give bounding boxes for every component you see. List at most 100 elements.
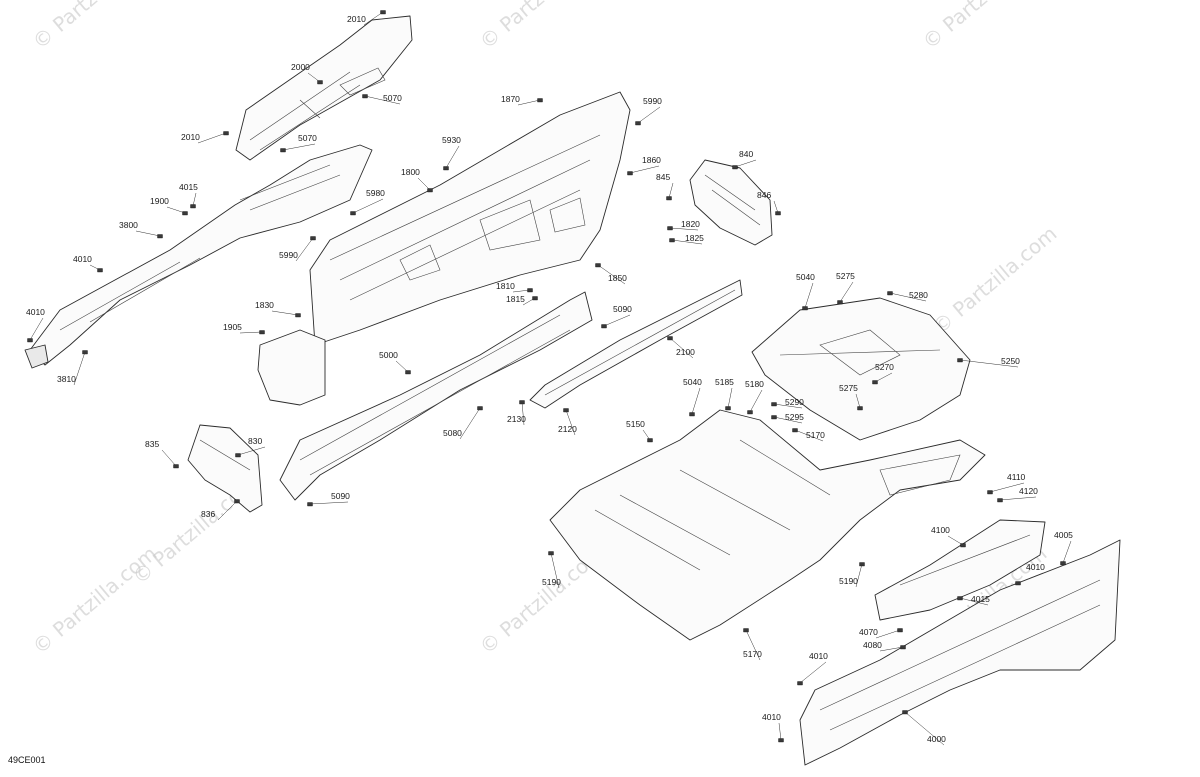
callout-5275[interactable]: 5275 (839, 383, 861, 409)
callout-3810[interactable]: 3810 (57, 351, 86, 386)
callout-5280[interactable]: 5280 (889, 290, 928, 302)
callout-4010[interactable]: 4010 (73, 254, 101, 271)
callout-5180[interactable]: 5180 (745, 379, 764, 413)
callout-5090[interactable]: 5090 (603, 304, 632, 327)
callout-4010[interactable]: 4010 (762, 712, 782, 741)
callout-label: 1900 (150, 196, 169, 206)
part-2100-floor-rail[interactable] (529, 279, 743, 409)
fastener-845 (666, 196, 672, 201)
callout-4010[interactable]: 4010 (799, 651, 828, 684)
callout-4015[interactable]: 4015 (959, 594, 990, 606)
fastener-5930 (443, 166, 449, 171)
callout-1800[interactable]: 1800 (401, 167, 431, 191)
part-2000-upper-rail[interactable] (235, 15, 413, 161)
callout-2120[interactable]: 2120 (558, 409, 577, 436)
callout-5090[interactable]: 5090 (309, 491, 350, 505)
part-3800-left-rail[interactable] (24, 144, 373, 369)
callout-2010[interactable]: 2010 (347, 11, 384, 26)
callout-leader (727, 387, 733, 409)
callout-5000[interactable]: 5000 (379, 350, 409, 373)
callout-5295[interactable]: 5295 (773, 412, 804, 424)
callout-846[interactable]: 846 (757, 190, 779, 214)
callout-2000[interactable]: 2000 (291, 62, 321, 83)
callout-840[interactable]: 840 (734, 149, 757, 168)
fastener-4010 (778, 738, 784, 743)
callout-5930[interactable]: 5930 (442, 135, 461, 169)
callout-1905[interactable]: 1905 (223, 322, 263, 334)
callout-5290[interactable]: 5290 (773, 397, 804, 409)
part-5000-cross-member[interactable] (279, 291, 593, 501)
callout-1825[interactable]: 1825 (671, 233, 704, 245)
callout-leader (999, 496, 1037, 501)
callout-5080[interactable]: 5080 (443, 407, 481, 440)
callout-2130[interactable]: 2130 (507, 401, 526, 426)
callout-1860[interactable]: 1860 (629, 155, 661, 174)
callout-4120[interactable]: 4120 (999, 486, 1038, 501)
callout-label: 2010 (347, 14, 366, 24)
callout-4070[interactable]: 4070 (859, 627, 901, 639)
callout-5070[interactable]: 5070 (282, 133, 317, 151)
callout-4010[interactable]: 4010 (26, 307, 45, 341)
fastener-835 (173, 464, 179, 469)
callout-1900[interactable]: 1900 (150, 196, 186, 214)
part-840-bracket[interactable] (689, 159, 773, 246)
callout-5040[interactable]: 5040 (796, 272, 815, 309)
callout-5170[interactable]: 5170 (743, 629, 762, 661)
callout-2010[interactable]: 2010 (181, 132, 227, 144)
callout-5070[interactable]: 5070 (364, 93, 402, 105)
callout-label: 5930 (442, 135, 461, 145)
callout-2100[interactable]: 2100 (669, 337, 695, 359)
callout-4110[interactable]: 4110 (989, 472, 1026, 493)
callout-5270[interactable]: 5270 (874, 362, 894, 383)
part-4000-right-rail[interactable] (799, 519, 1121, 766)
callout-leader (773, 416, 803, 424)
part-1800-center-panel[interactable] (257, 91, 631, 406)
fastener-4120 (997, 498, 1003, 503)
callout-1810[interactable]: 1810 (496, 281, 531, 293)
callout-label: 2100 (676, 347, 695, 357)
callout-5150[interactable]: 5150 (626, 419, 651, 441)
callout-835[interactable]: 835 (145, 439, 177, 467)
callout-5170[interactable]: 5170 (794, 429, 825, 442)
part-830-bracket[interactable] (187, 424, 263, 513)
callout-4080[interactable]: 4080 (863, 640, 904, 652)
callout-leader (794, 429, 824, 442)
callout-3800[interactable]: 3800 (119, 220, 161, 237)
callout-4010[interactable]: 4010 (1017, 562, 1045, 584)
callout-label: 1815 (506, 294, 525, 304)
callout-4000[interactable]: 4000 (904, 711, 946, 746)
callout-leader (29, 317, 44, 341)
callout-label: 1860 (642, 155, 661, 165)
part-5150-main-floor-panel[interactable] (549, 409, 986, 641)
callout-label: 2000 (291, 62, 310, 72)
callout-5040[interactable]: 5040 (683, 377, 702, 415)
callout-1820[interactable]: 1820 (669, 219, 700, 231)
part-5250-rear-floor-panel[interactable] (751, 297, 971, 441)
fastener-4010 (27, 338, 33, 343)
callout-5990[interactable]: 5990 (279, 237, 314, 262)
callout-4005[interactable]: 4005 (1054, 530, 1073, 564)
callout-label: 5180 (745, 379, 764, 389)
callout-5190[interactable]: 5190 (542, 552, 561, 589)
callout-1870[interactable]: 1870 (501, 94, 541, 106)
callout-1830[interactable]: 1830 (255, 300, 299, 316)
callout-5190[interactable]: 5190 (839, 563, 863, 588)
callout-845[interactable]: 845 (656, 172, 674, 199)
callout-label: 4005 (1054, 530, 1073, 540)
callout-5275[interactable]: 5275 (836, 271, 855, 303)
callout-4100[interactable]: 4100 (931, 525, 964, 546)
callout-830[interactable]: 830 (237, 436, 266, 456)
callout-1815[interactable]: 1815 (506, 294, 536, 306)
watermark: © Partzilla.com (475, 0, 609, 54)
callout-5980[interactable]: 5980 (352, 188, 385, 214)
callout-5990[interactable]: 5990 (637, 96, 662, 124)
callout-label: 4120 (1019, 486, 1038, 496)
callout-4015[interactable]: 4015 (179, 182, 198, 207)
callout-5185[interactable]: 5185 (715, 377, 734, 409)
callout-label: 5990 (279, 250, 298, 260)
callout-1850[interactable]: 1850 (597, 264, 627, 285)
callout-5250[interactable]: 5250 (959, 356, 1020, 368)
callout-label: 5190 (839, 576, 858, 586)
callout-836[interactable]: 836 (201, 500, 238, 521)
callout-label: 5185 (715, 377, 734, 387)
